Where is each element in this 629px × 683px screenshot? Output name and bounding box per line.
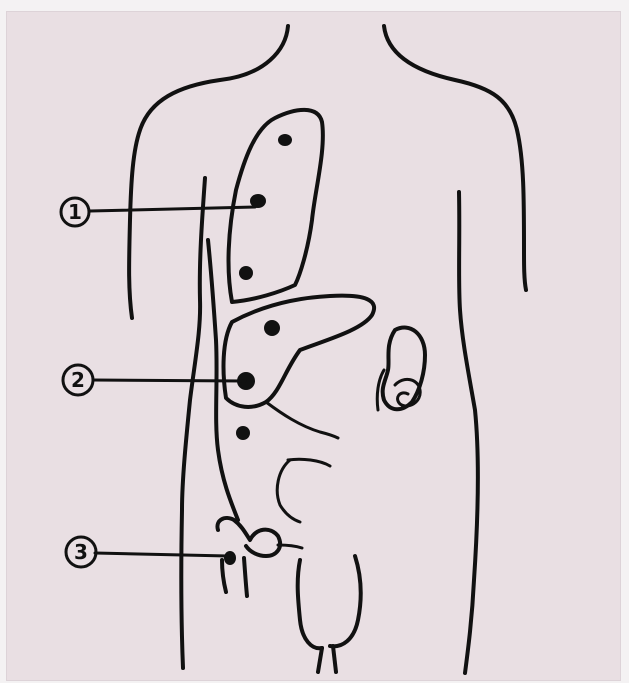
upper-organ-spot-3	[239, 266, 253, 280]
right-shoulder-arm	[384, 26, 526, 290]
leg-right-line	[244, 558, 247, 596]
right-body-side	[459, 192, 478, 673]
abdominal-spot	[236, 426, 250, 440]
left-leg-inner	[298, 560, 322, 648]
crotch-line-left	[318, 648, 322, 672]
intestine-curve-2	[288, 459, 330, 466]
lower-abdominal-structures	[236, 426, 330, 522]
marker-1: 1	[61, 198, 255, 226]
hip-outline	[217, 518, 280, 556]
middle-organ-outline	[224, 296, 375, 407]
hip-joint	[217, 518, 302, 596]
marker-1-leader-line	[90, 207, 255, 211]
upper-organ-spot-1	[278, 134, 292, 146]
hip-spot	[224, 551, 236, 565]
leg-left-line	[222, 560, 226, 592]
marker-2-label: 2	[71, 368, 85, 392]
right-leg-inner	[330, 556, 361, 646]
left-shoulder-arm	[129, 26, 288, 318]
torso-outline	[129, 26, 526, 673]
middle-organ-tail	[266, 402, 338, 438]
crotch-line-right	[333, 646, 336, 672]
marker-3-label: 3	[74, 540, 88, 564]
marker-1-label: 1	[68, 200, 82, 224]
marker-3-leader-line	[95, 553, 228, 556]
intestine-curve-1	[277, 460, 300, 522]
marker-2-leader-line	[93, 380, 245, 381]
middle-organ	[224, 296, 375, 438]
marker-3: 3	[66, 537, 228, 567]
left-body-side	[181, 178, 205, 668]
middle-organ-spot-1	[264, 320, 280, 336]
kidney-organ	[377, 328, 425, 410]
